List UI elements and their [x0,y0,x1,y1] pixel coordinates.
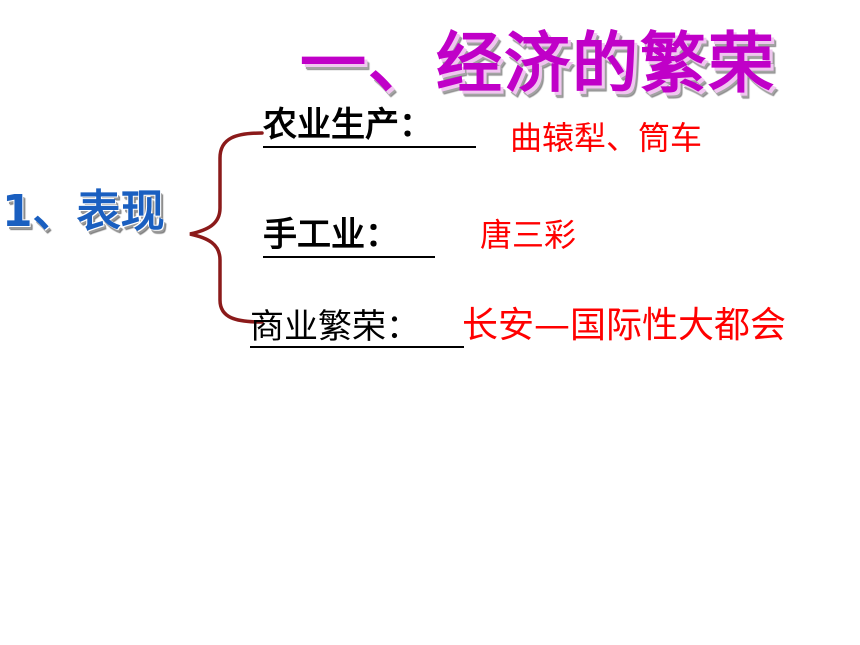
category-commerce-underline [250,346,464,348]
category-handicraft-underline [263,256,435,258]
detail-commerce: 长安—国际性大都会 [462,305,787,346]
section-label: 1、表现 [2,186,165,237]
slide-title: 一、经济的繁荣 [300,25,776,102]
category-agriculture: 农业生产： [263,105,433,145]
category-handicraft: 手工业： [263,215,399,255]
category-commerce: 商业繁荣： [250,307,420,347]
detail-agriculture: 曲辕犁、筒车 [510,119,703,157]
detail-handicraft: 唐三彩 [480,216,577,254]
category-agriculture-underline [263,146,476,148]
